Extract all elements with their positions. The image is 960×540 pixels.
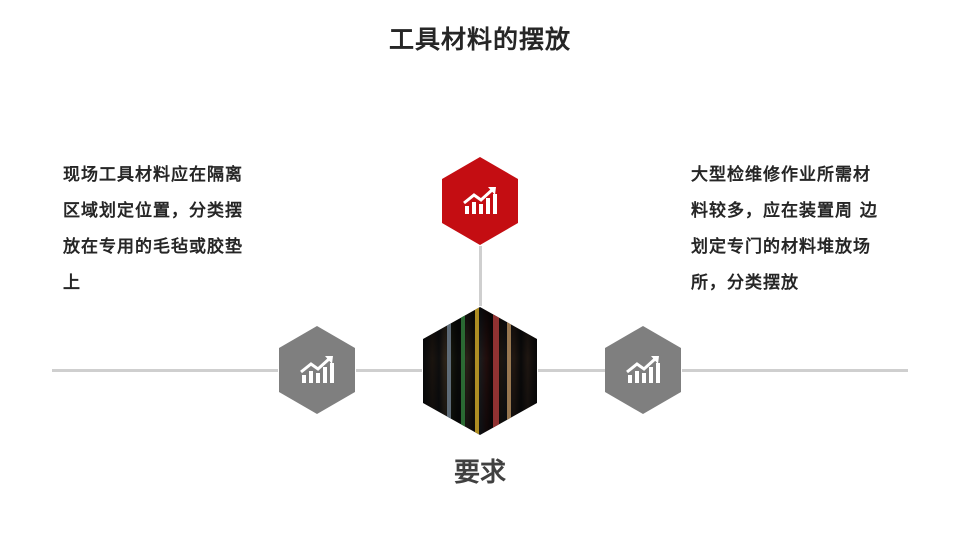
left-text-line: 现场工具材料应在隔离 [63,165,243,185]
growth-chart-icon [462,186,498,216]
center-label: 要求 [453,458,506,488]
left-inner-connector-line [356,369,422,372]
right-hexagon [605,326,681,414]
right-text-line: 大型检维修作业所需材 [691,165,871,185]
left-hexagon [279,326,355,414]
left-text-line: 区域划定位置，分类摆 [63,201,243,221]
right-text-line: 划定专门的材料堆放场 [691,237,871,257]
top-hexagon [442,157,518,245]
growth-chart-icon [625,355,661,385]
left-connector-line [52,369,278,372]
right-text-line: 所，分类摆放 [691,273,799,293]
top-connector-line [479,246,482,306]
right-connector-line [682,369,908,372]
tools-photo-hexagon [423,307,537,435]
right-text-line: 料较多，应在装置周 边 [691,201,878,221]
photo-detail [447,307,451,435]
left-text-line: 放在专用的毛毡或胶垫 [63,237,243,257]
left-text-line: 上 [63,273,81,293]
photo-detail [507,307,511,435]
photo-detail [493,307,499,435]
left-text-block: 现场工具材料应在隔离 区域划定位置，分类摆 放在专用的毛毡或胶垫 上 [63,157,283,301]
right-text-block: 大型检维修作业所需材 料较多，应在装置周 边 划定专门的材料堆放场 所，分类摆放 [691,157,921,301]
slide-title: 工具材料的摆放 [388,25,571,54]
growth-chart-icon [299,355,335,385]
photo-detail [461,307,465,435]
right-inner-connector-line [538,369,606,372]
photo-detail [475,307,479,435]
